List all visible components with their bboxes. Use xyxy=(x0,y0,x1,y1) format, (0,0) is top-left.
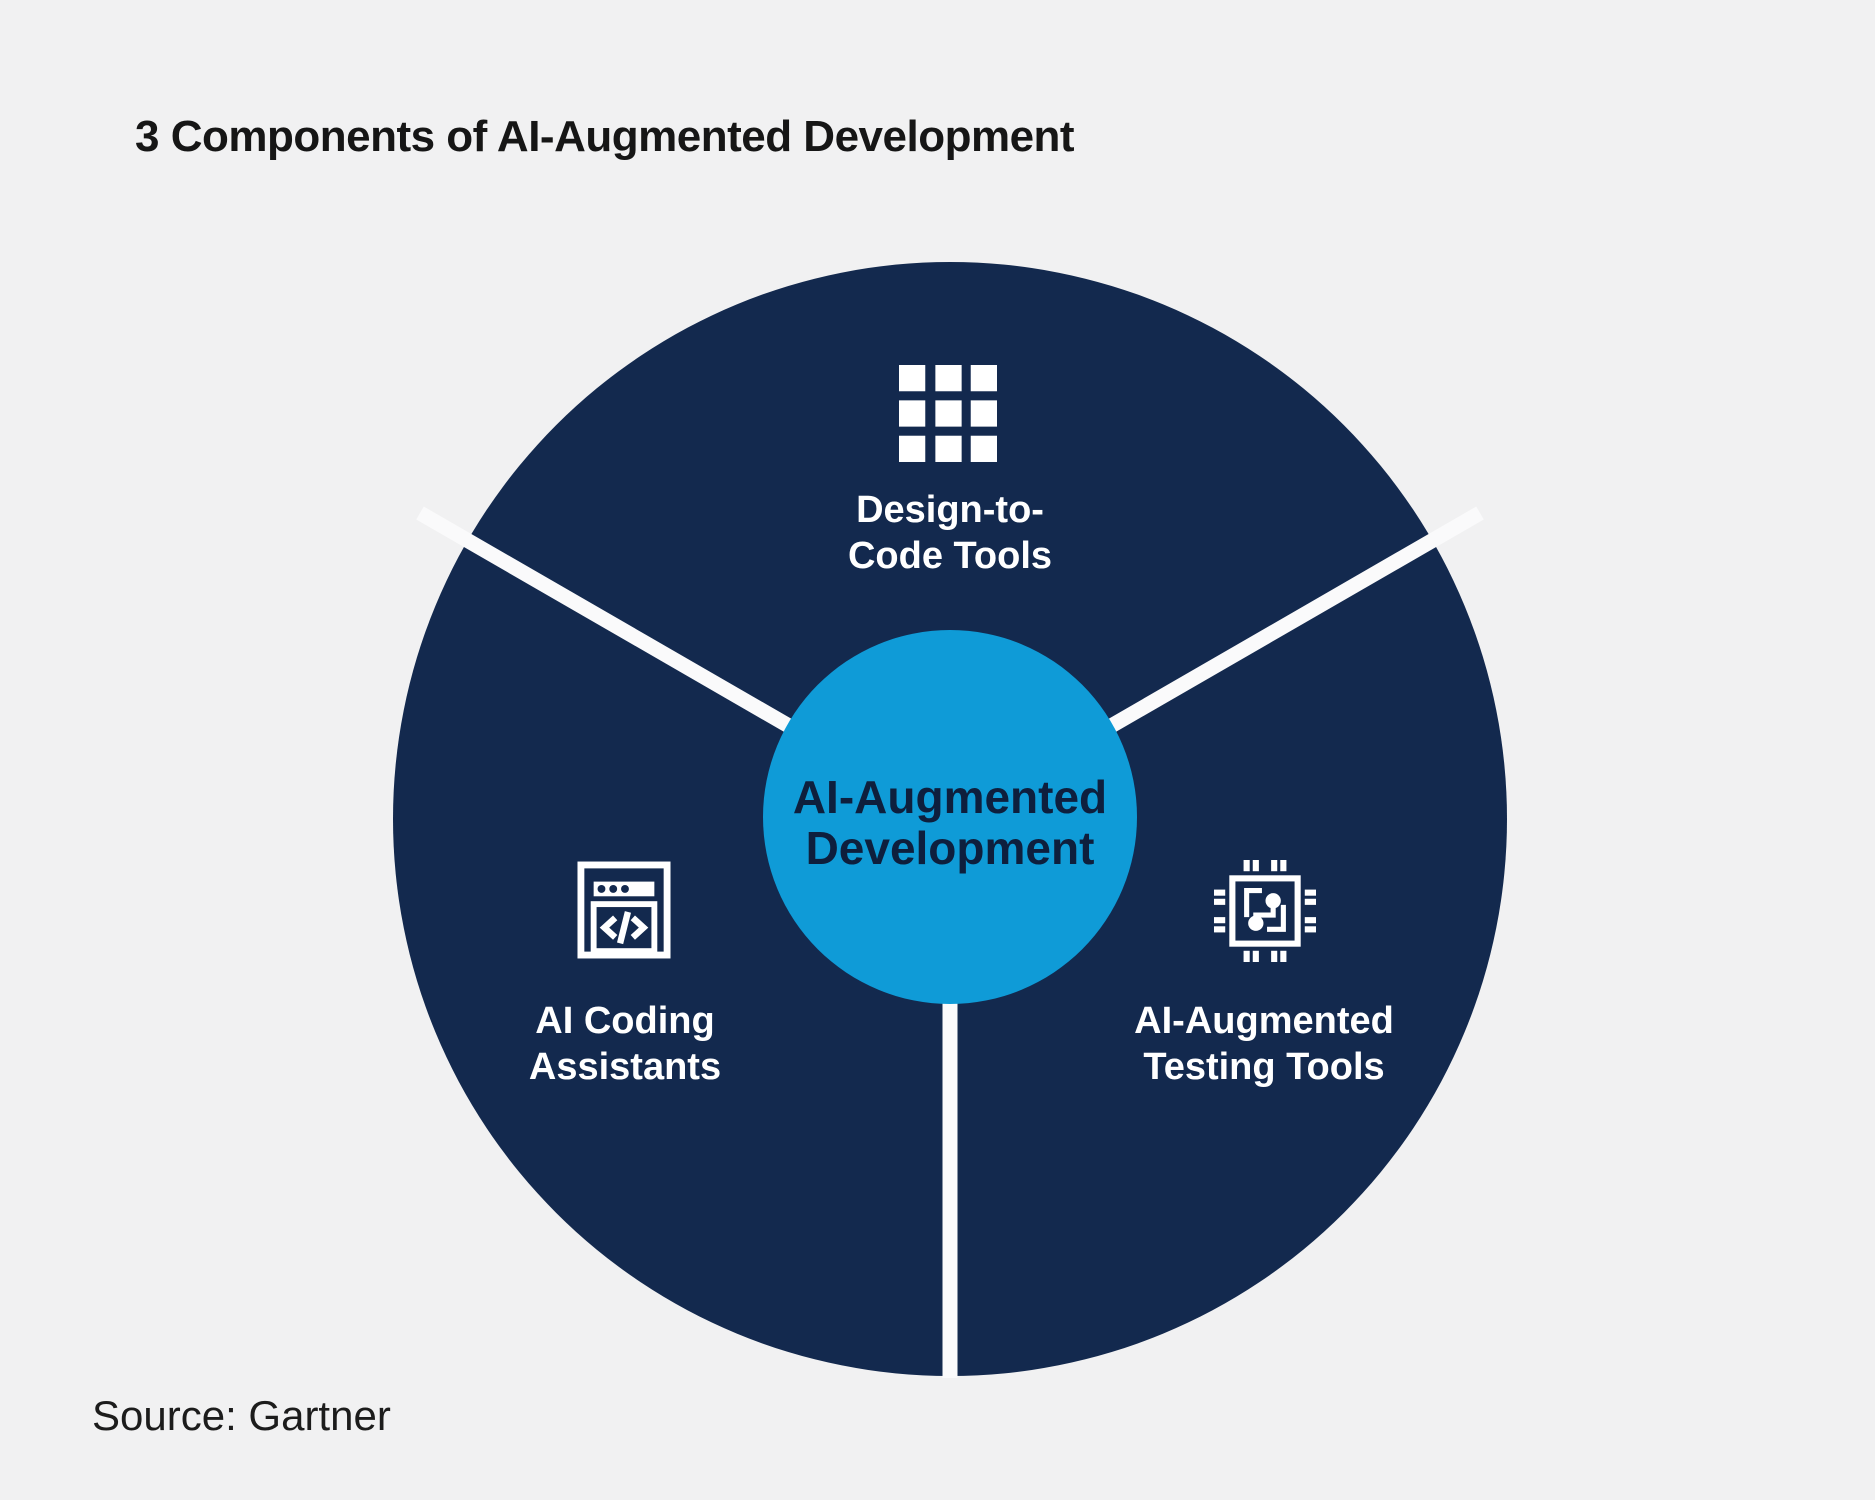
segment-label-line: Testing Tools xyxy=(1143,1046,1385,1089)
source-attribution: Source: Gartner xyxy=(92,1392,391,1439)
segment-label-testing-tools: AI-Augmented Testing Tools xyxy=(1054,998,1474,1091)
page-title: 3 Components of AI-Augmented Development xyxy=(135,112,1075,161)
grid-icon xyxy=(899,365,997,468)
segment-label-line: Code Tools xyxy=(847,535,1053,578)
segment-label-line: Design-to- xyxy=(856,489,1044,531)
segment-label-line: AI-Augmented xyxy=(1134,1000,1394,1042)
segment-label-ai-coding: AI Coding Assistants xyxy=(415,998,835,1091)
segment-label-design-to-code: Design-to- Code Tools xyxy=(740,487,1160,580)
code-window-icon xyxy=(577,861,671,964)
segment-label-line: AI Coding xyxy=(535,1000,715,1042)
center-circle xyxy=(763,630,1137,1004)
center-circle-label: AI-Augmented Development xyxy=(755,772,1145,873)
chip-icon xyxy=(1214,860,1316,967)
segment-label-line: Assistants xyxy=(528,1046,722,1089)
center-label-line: Development xyxy=(805,821,1095,874)
center-label-line: AI-Augmented xyxy=(792,771,1108,823)
